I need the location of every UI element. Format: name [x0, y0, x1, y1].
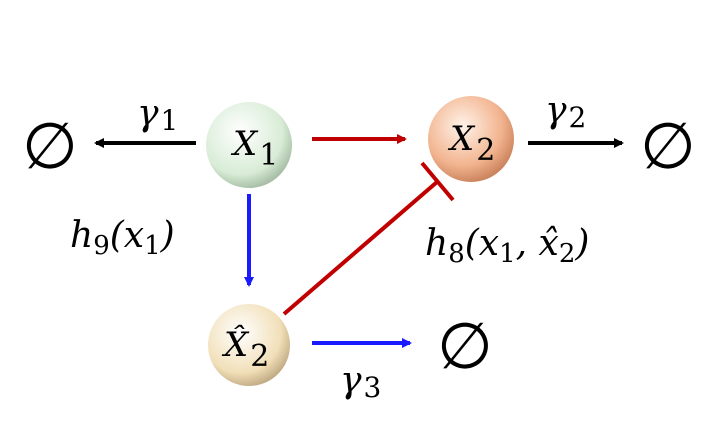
edge-x2hat-inhibits-x2: [282, 161, 455, 316]
empty-set-right: ∅: [640, 110, 696, 184]
label-gamma1: γ1: [137, 93, 178, 137]
svg-text:X1: X1: [230, 124, 278, 173]
empty-set-left: ∅: [22, 110, 78, 184]
node-x2: X2: [428, 96, 514, 182]
node-x1: X1: [206, 102, 292, 188]
svg-text:X2: X2: [447, 119, 495, 168]
label-h8: h8(x1, x̂2): [425, 223, 589, 269]
empty-set-bottom: ∅: [437, 310, 493, 384]
label-gamma2: γ2: [545, 90, 586, 134]
svg-text:X̂2: X̂2: [221, 324, 269, 374]
label-h9: h9(x1): [70, 215, 175, 261]
label-gamma3: γ3: [340, 360, 381, 404]
node-x2hat: X̂2: [208, 304, 290, 386]
